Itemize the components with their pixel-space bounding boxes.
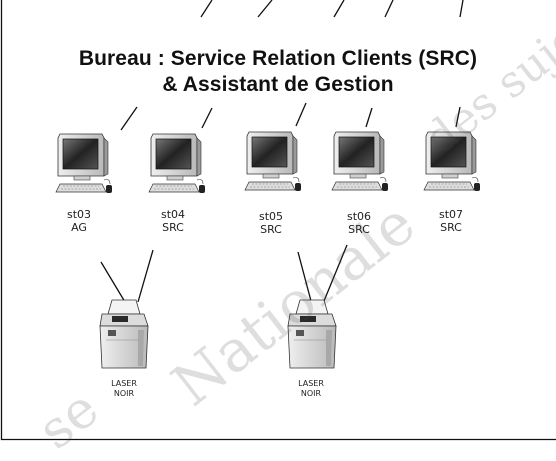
workstation-role: SRC [421, 221, 481, 234]
diagram-title-line2: & Assistant de Gestion [0, 73, 556, 97]
workstation-label-st04: st04 SRC [143, 208, 203, 234]
workstation-id: st04 [143, 208, 203, 221]
workstation-id: st05 [241, 210, 301, 223]
printer-label-1: LASER NOIR [94, 379, 154, 399]
workstation-id: st03 [49, 208, 109, 221]
workstation-role: SRC [143, 221, 203, 234]
workstation-role: AG [49, 221, 109, 234]
workstation-role: SRC [241, 223, 301, 236]
laser-printer-1 [100, 300, 148, 368]
printer-label-2: LASER NOIR [281, 379, 341, 399]
workstation-cables [121, 103, 460, 130]
workstation-st04 [149, 134, 205, 193]
workstation-label-st05: st05 SRC [241, 210, 301, 236]
workstation-role: SRC [329, 223, 389, 236]
top-cables [201, 0, 463, 17]
network-diagram: des sujet Nationale se Bureau : Service … [0, 0, 556, 441]
workstation-label-st03: st03 AG [49, 208, 109, 234]
printer-cables [101, 245, 347, 302]
workstation-id: st06 [329, 210, 389, 223]
printer-color: NOIR [94, 389, 154, 399]
printer-type: LASER [281, 379, 341, 389]
workstation-st06 [332, 132, 388, 191]
workstation-id: st07 [421, 208, 481, 221]
workstation-st05 [245, 132, 301, 191]
diagram-title-line1: Bureau : Service Relation Clients (SRC) [0, 47, 556, 71]
laser-printer-2 [288, 300, 336, 368]
workstation-st07 [424, 132, 480, 191]
printer-type: LASER [94, 379, 154, 389]
workstation-label-st06: st06 SRC [329, 210, 389, 236]
workstation-label-st07: st07 SRC [421, 208, 481, 234]
printer-color: NOIR [281, 389, 341, 399]
workstation-st03 [56, 134, 112, 193]
